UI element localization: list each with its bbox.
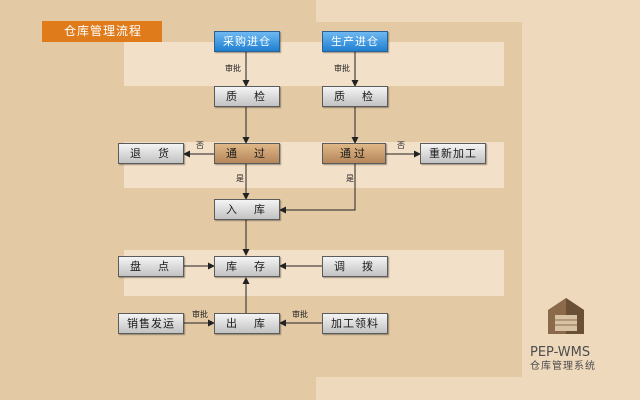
node-qc-left[interactable]: 质 检 — [214, 86, 280, 107]
page-title: 仓库管理流程 — [42, 21, 162, 42]
node-production-in[interactable]: 生产进仓 — [322, 31, 388, 52]
node-process-pick[interactable]: 加工领料 — [322, 313, 388, 334]
brand-block: PEP-WMS 仓库管理系统 — [530, 346, 630, 373]
label-approve-sales: 审批 — [192, 310, 208, 319]
node-sales-ship[interactable]: 销售发运 — [118, 313, 184, 334]
node-stocktake[interactable]: 盘 点 — [118, 256, 184, 277]
bg-band-3 — [124, 250, 504, 296]
node-stock-in[interactable]: 入 库 — [214, 199, 280, 220]
node-purchase-in[interactable]: 采购进仓 — [214, 31, 280, 52]
node-stock-out[interactable]: 出 库 — [214, 313, 280, 334]
label-yes-right: 是 — [346, 174, 354, 183]
label-no-right: 否 — [397, 141, 405, 150]
label-approve-right: 审批 — [334, 64, 350, 73]
label-no-left: 否 — [196, 141, 204, 150]
arrow-pass-right-to-stock-in — [279, 164, 356, 214]
label-yes-left: 是 — [236, 174, 244, 183]
node-transfer[interactable]: 调 拨 — [322, 256, 388, 277]
node-pass-left[interactable]: 通 过 — [214, 143, 280, 164]
warehouse-logo-icon — [548, 298, 584, 334]
brand-subtitle: 仓库管理系统 — [530, 361, 596, 372]
node-pass-right[interactable]: 通过 — [322, 143, 386, 164]
node-qc-right[interactable]: 质 检 — [322, 86, 388, 107]
node-inventory[interactable]: 库 存 — [214, 256, 280, 277]
label-approve-pick: 审批 — [292, 310, 308, 319]
node-return-goods[interactable]: 退 货 — [118, 143, 184, 164]
label-approve-left: 审批 — [225, 64, 241, 73]
node-reprocess[interactable]: 重新加工 — [420, 143, 486, 164]
brand-name: PEP-WMS — [530, 345, 591, 360]
bg-band-1 — [124, 42, 504, 86]
